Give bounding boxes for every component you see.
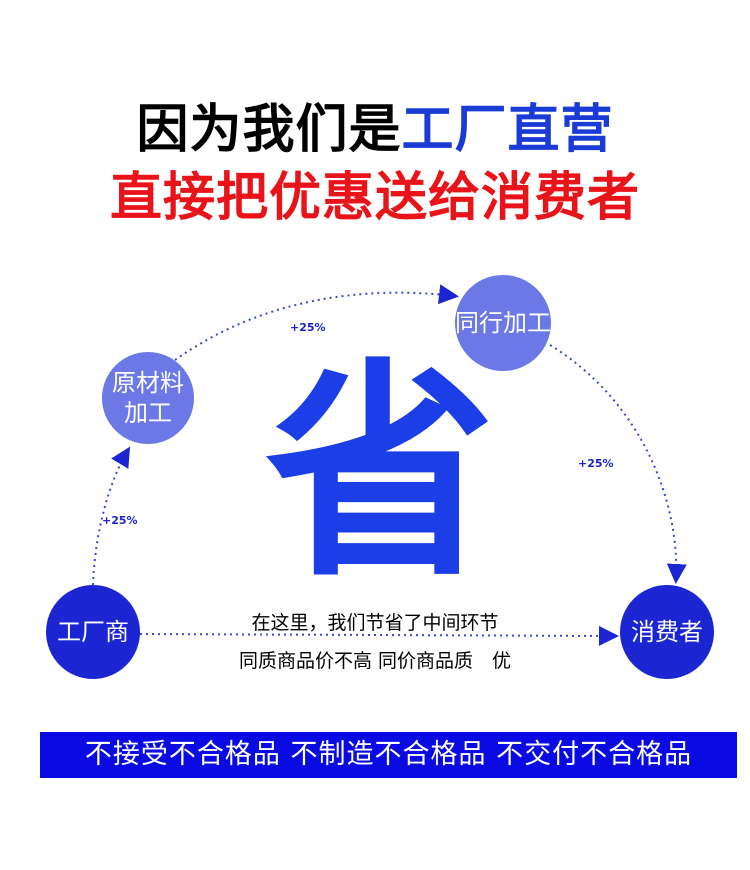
- node-raw-material-line1: 原材料: [112, 369, 184, 397]
- markup-raw-to-peer: +25%: [290, 321, 326, 334]
- headline-black: 因为我们是: [136, 100, 402, 160]
- arrow-factory-to-consumer: [139, 625, 619, 646]
- middle-text-line2: 同质商品价不高 同价商品质 优: [238, 650, 512, 672]
- headline-line2: 直接把优惠送给消费者: [109, 168, 640, 228]
- arrow-peer-to-consumer: [549, 344, 687, 584]
- markup-peer-to-consumer: +25%: [578, 457, 614, 470]
- markup-factory-to-raw: +25%: [102, 514, 138, 527]
- headline-blue: 工厂直营: [401, 100, 614, 160]
- node-raw-material: 原材料 加工: [102, 352, 194, 444]
- arrow-factory-to-raw: [92, 446, 131, 586]
- node-raw-material-line2: 加工: [124, 399, 172, 427]
- quality-banner: 不接受不合格品 不制造不合格品 不交付不合格品: [40, 732, 737, 778]
- headline-line1: 因为我们是工厂直营: [0, 100, 750, 160]
- save-character: 省: [264, 341, 495, 608]
- middle-text-line1: 在这里，我们节省了中间环节: [251, 612, 499, 634]
- node-factory: 工厂商: [46, 585, 140, 679]
- node-consumer: 消费者: [620, 585, 714, 679]
- node-peer-processing: 同行加工: [455, 275, 551, 371]
